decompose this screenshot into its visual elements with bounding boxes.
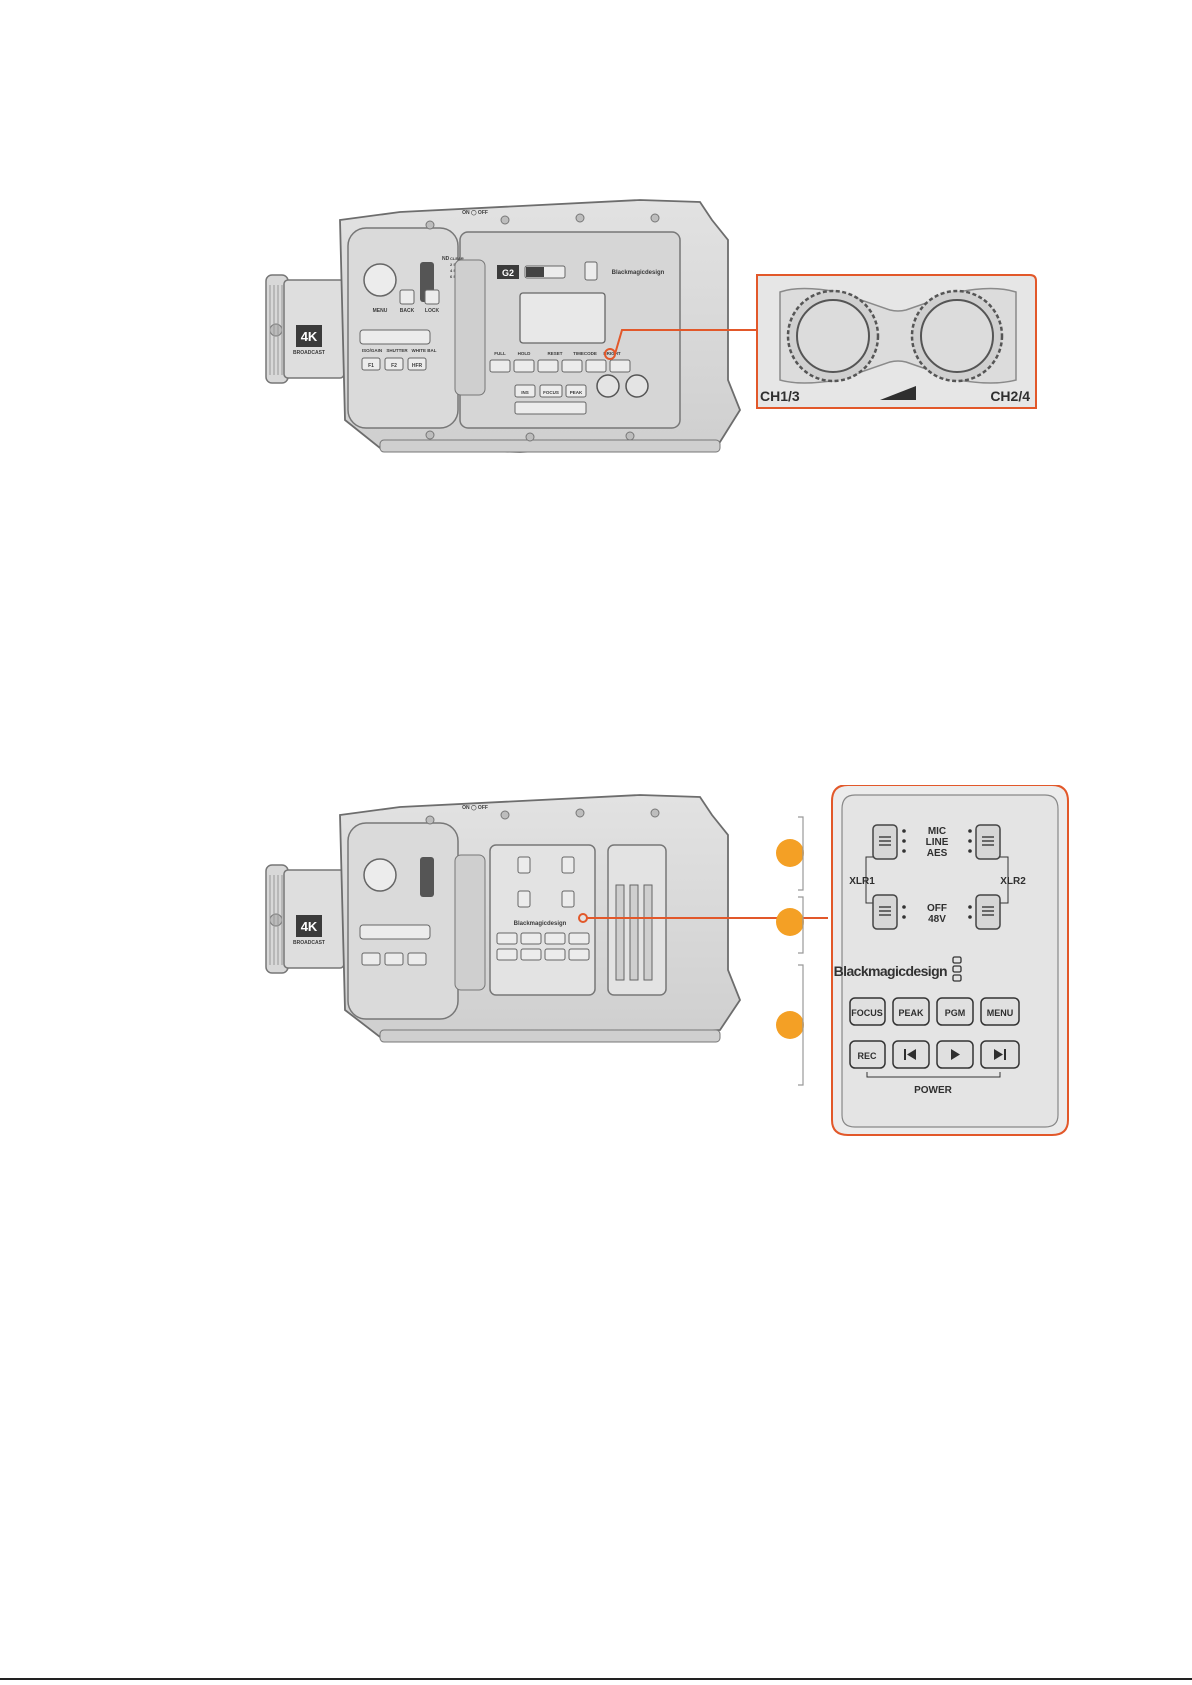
cam-btn-hfr: HFR <box>412 363 423 369</box>
skip-forward-icon <box>994 1049 1006 1060</box>
lens-sub-2: BROADCAST <box>293 940 325 946</box>
camera-illustration-open: 4K BROADCAST ON ◯ OFF Blackmagicdesign <box>265 794 742 1043</box>
mode-label-aes: AES <box>927 848 948 859</box>
cam-btn-back: BACK <box>400 308 415 314</box>
cam-btn-hold: HOLD <box>518 351 531 356</box>
cam-btn-ins: INS <box>521 390 529 395</box>
panel-brand: Blackmagicdesign <box>834 963 947 979</box>
play-icon <box>951 1049 960 1060</box>
lcd-buttons-row <box>489 359 631 373</box>
xlr2-mode-switch <box>975 824 1001 860</box>
marker-2 <box>776 908 804 936</box>
ch1-3-label: CH1/3 <box>760 388 800 404</box>
btn-rec: REC <box>857 1051 877 1061</box>
lens-sub: BROADCAST <box>293 350 325 356</box>
figure-2-camera-side-audio-switches: 4K BROADCAST ON ◯ OFF Blackmagicdesign <box>265 785 1069 1136</box>
lens-badge: 4K <box>301 329 318 344</box>
cam-btn-reset: RESET <box>547 351 562 356</box>
cam-btn-shutter: SHUTTER <box>386 348 408 353</box>
marker-3 <box>776 1011 804 1039</box>
nd-label: ND <box>442 256 450 262</box>
xlr2-label: XLR2 <box>1000 876 1026 887</box>
xlr1-phantom-switch <box>872 894 898 930</box>
audio-knob-ch2-small <box>625 374 649 398</box>
mode-label-mic: MIC <box>928 826 946 837</box>
power-label: POWER <box>914 1085 953 1096</box>
btn-menu: MENU <box>987 1008 1014 1018</box>
section-markers <box>776 816 804 1086</box>
nd-value-0: CLEAR <box>450 256 464 261</box>
callout-line <box>614 329 757 355</box>
phantom-label-48v: 48V <box>928 914 946 925</box>
audio-knob-ch1 <box>786 289 880 383</box>
cam-btn-iso: ISO/GAIN <box>362 348 382 353</box>
cam-btn-lock: LOCK <box>425 308 440 314</box>
page-footer-rule <box>0 1678 1192 1680</box>
audio-knob-ch2 <box>910 289 1004 383</box>
power-switch-label: ON ◯ OFF <box>462 210 488 216</box>
phantom-label-off: OFF <box>927 903 947 914</box>
audio-knob-ch1-small <box>596 374 620 398</box>
figure-1-camera-side-audio-knobs: 4K BROADCAST ND CLEAR 2 STOPS 4 STOPS 6 … <box>265 199 1037 453</box>
xlr1-mode-switch <box>872 824 898 860</box>
btn-focus: FOCUS <box>851 1008 883 1018</box>
cam-btn-f2: F2 <box>391 363 397 369</box>
audio-switch-zoom-panel: MIC LINE AES XLR1 XLR2 OFF 48V Blackmagi… <box>831 785 1069 1136</box>
cam-btn-menu: MENU <box>373 308 388 314</box>
button-row-top: FOCUS PEAK PGM MENU <box>849 997 1020 1026</box>
power-bracket <box>866 1072 1001 1078</box>
cam-btn-bright: BRIGHT <box>603 351 620 356</box>
button-row-bottom: REC <box>849 1040 1020 1069</box>
camera-illustration: 4K BROADCAST ND CLEAR 2 STOPS 4 STOPS 6 … <box>265 199 742 453</box>
cam-btn-timecode: TIMECODE <box>573 351 597 356</box>
cam-btn-full: FULL <box>494 351 506 356</box>
marker-1 <box>776 839 804 867</box>
cam-btn-whitebal: WHITE BAL <box>412 348 437 353</box>
power-switch-label-2: ON ◯ OFF <box>462 805 488 811</box>
xlr2-phantom-switch <box>975 894 1001 930</box>
g2-badge: G2 <box>502 268 514 278</box>
mode-label-line: LINE <box>926 837 949 848</box>
lens-badge-2: 4K <box>301 919 318 934</box>
ch2-4-label: CH2/4 <box>990 388 1030 404</box>
brand-logo-icon <box>952 956 962 982</box>
panel-brand-small: Blackmagicdesign <box>514 921 567 927</box>
camera-brand: Blackmagicdesign <box>612 270 665 276</box>
btn-pgm: PGM <box>945 1008 966 1018</box>
cam-btn-peak: PEAK <box>570 390 583 395</box>
cam-btn-focus: FOCUS <box>543 390 559 395</box>
audio-knob-zoom-panel: CH1/3 CH2/4 <box>756 274 1037 409</box>
btn-peak: PEAK <box>898 1008 924 1018</box>
level-wedge-icon <box>880 386 916 400</box>
cam-btn-f1: F1 <box>368 363 374 369</box>
xlr1-label: XLR1 <box>849 876 875 887</box>
skip-back-icon <box>904 1049 916 1060</box>
